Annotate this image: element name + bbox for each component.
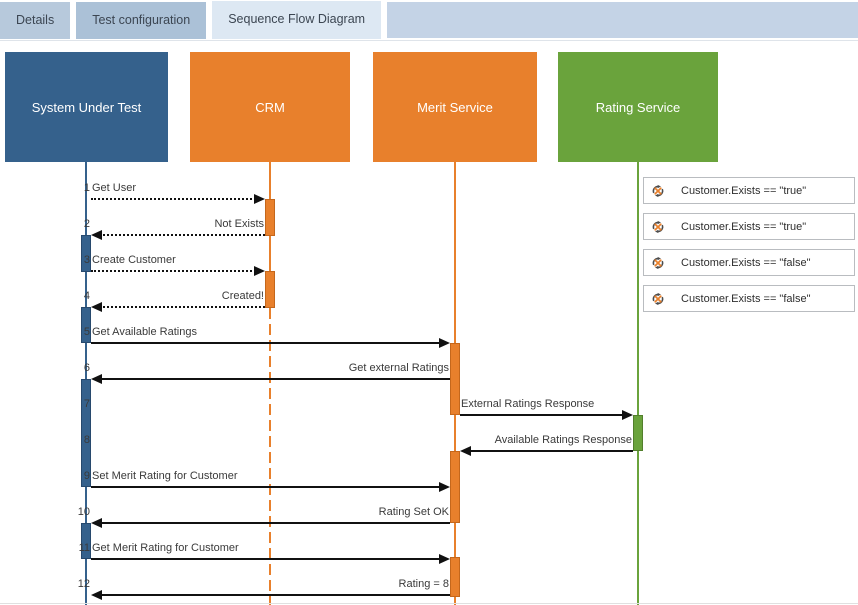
- participant-rating: Rating Service: [558, 52, 718, 162]
- message-number: 8: [83, 434, 90, 446]
- message-line: [100, 594, 450, 596]
- condition-text: Customer.Exists == "true": [681, 220, 807, 233]
- message-label: Get Merit Rating for Customer: [92, 542, 239, 554]
- condition-text: Customer.Exists == "false": [681, 292, 811, 305]
- message-number: 12: [77, 578, 90, 590]
- tab-bar-filler: [387, 2, 858, 38]
- message-label: Available Ratings Response: [494, 434, 632, 446]
- message-label: Get User: [92, 182, 137, 194]
- message-number: 3: [83, 254, 90, 266]
- message-line: [469, 450, 633, 452]
- activation-bar-merit: [450, 451, 460, 523]
- message-number: 10: [77, 506, 90, 518]
- message-number: 6: [83, 362, 90, 374]
- message-line: [91, 558, 441, 560]
- activation-bar-crm: [265, 199, 275, 236]
- message-label: Get external Ratings: [348, 362, 449, 374]
- condition-note: Customer.Exists == "true": [643, 177, 855, 204]
- message-line: [91, 198, 256, 200]
- participant-crm: CRM: [190, 52, 350, 162]
- message-number: 1: [83, 182, 90, 194]
- message-label: External Ratings Response: [461, 398, 595, 410]
- condition-note: Customer.Exists == "false": [643, 249, 855, 276]
- arrow-head-icon: [622, 410, 633, 420]
- arrow-head-icon: [91, 518, 102, 528]
- condition-icon: [651, 220, 673, 234]
- tab-bar: Details Test configuration Sequence Flow…: [0, 0, 858, 41]
- activation-bar-sut: [81, 235, 91, 272]
- arrow-head-icon: [254, 266, 265, 276]
- tab-sequence-flow-diagram[interactable]: Sequence Flow Diagram: [212, 1, 382, 39]
- activation-bar-merit: [450, 343, 460, 415]
- message-label: Rating = 8: [398, 578, 449, 590]
- arrow-head-icon: [91, 230, 102, 240]
- participant-label: CRM: [255, 99, 285, 115]
- condition-note: Customer.Exists == "true": [643, 213, 855, 240]
- tab-test-configuration[interactable]: Test configuration: [76, 2, 207, 39]
- participant-sut: System Under Test: [5, 52, 168, 162]
- activation-bar-sut: [81, 523, 91, 559]
- message-line: [100, 234, 265, 236]
- condition-icon: [651, 292, 673, 306]
- arrow-head-icon: [439, 554, 450, 564]
- message-label: Not Exists: [214, 218, 264, 230]
- activation-bar-merit: [450, 557, 460, 597]
- arrow-head-icon: [254, 194, 265, 204]
- lifeline-rating: [637, 162, 639, 605]
- condition-note: Customer.Exists == "false": [643, 285, 855, 312]
- message-number: 5: [83, 326, 90, 338]
- message-label: Rating Set OK: [378, 506, 449, 518]
- message-number: 7: [83, 398, 90, 410]
- activation-bar-sut: [81, 379, 91, 487]
- message-label: Get Available Ratings: [92, 326, 197, 338]
- condition-text: Customer.Exists == "false": [681, 256, 811, 269]
- arrow-head-icon: [91, 302, 102, 312]
- participant-label: System Under Test: [31, 99, 142, 115]
- activation-bar-rating: [633, 415, 643, 451]
- message-line: [91, 270, 256, 272]
- activation-bar-crm: [265, 271, 275, 308]
- message-number: 11: [78, 542, 90, 554]
- panel-bottom-edge: [0, 603, 858, 604]
- arrow-head-icon: [439, 338, 450, 348]
- message-label: Set Merit Rating for Customer: [92, 470, 238, 482]
- message-line: [100, 306, 265, 308]
- participant-label: Rating Service: [595, 99, 681, 115]
- arrow-head-icon: [91, 374, 102, 384]
- arrow-head-icon: [91, 590, 102, 600]
- message-number: 9: [83, 470, 90, 482]
- message-number: 2: [83, 218, 90, 230]
- arrow-head-icon: [439, 482, 450, 492]
- participant-label: Merit Service: [417, 99, 493, 115]
- arrow-head-icon: [460, 446, 471, 456]
- message-label: Created!: [221, 290, 264, 302]
- message-line: [91, 342, 441, 344]
- message-line: [100, 522, 450, 524]
- condition-text: Customer.Exists == "true": [681, 184, 807, 197]
- message-line: [91, 486, 441, 488]
- message-line: [460, 414, 624, 416]
- condition-icon: [651, 184, 673, 198]
- message-label: Create Customer: [92, 254, 176, 266]
- activation-bar-sut: [81, 307, 91, 343]
- participant-merit: Merit Service: [373, 52, 537, 162]
- message-number: 4: [83, 290, 90, 302]
- tab-details[interactable]: Details: [0, 2, 71, 39]
- condition-icon: [651, 256, 673, 270]
- lifeline-crm-dashed: [269, 308, 271, 605]
- message-line: [100, 378, 450, 380]
